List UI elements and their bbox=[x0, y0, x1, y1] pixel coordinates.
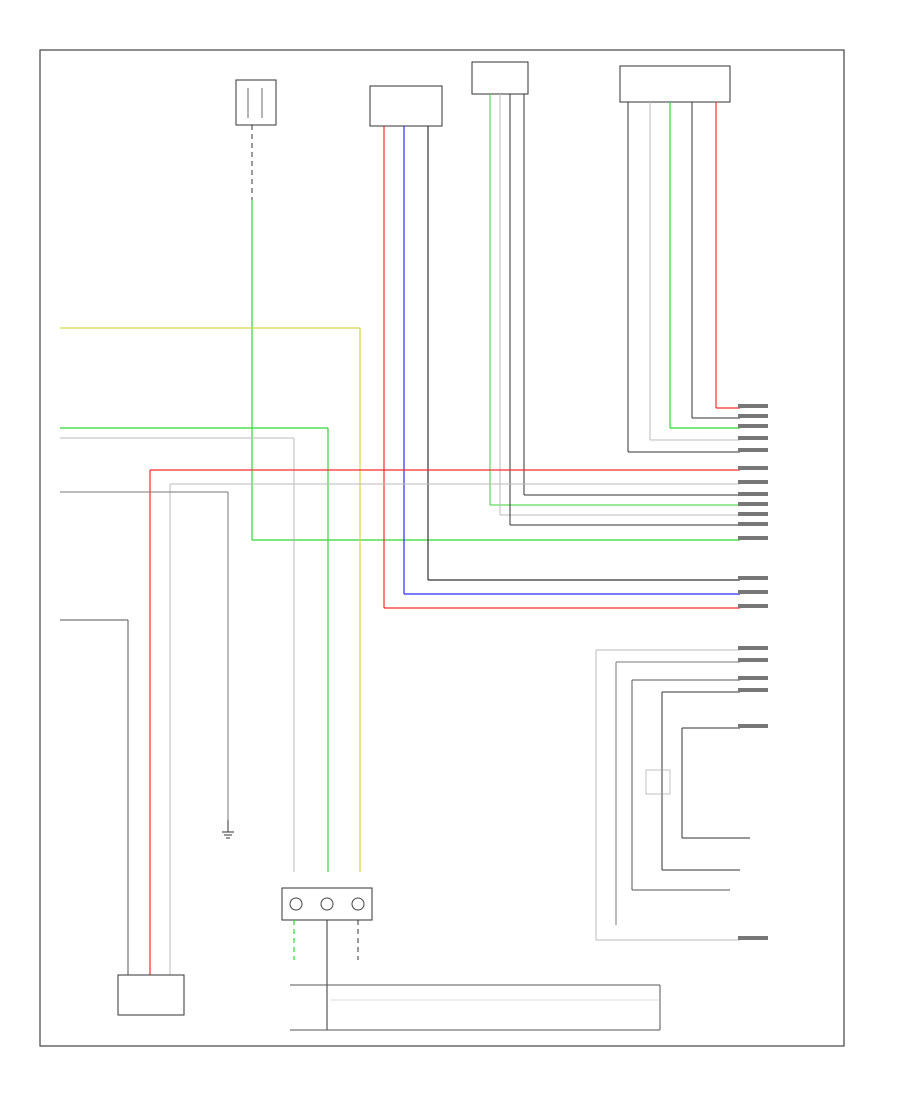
av-connector bbox=[471, 61, 529, 95]
fuse-box bbox=[235, 79, 277, 126]
antenna-module bbox=[619, 65, 731, 103]
right-connector-pins bbox=[738, 404, 768, 940]
wire-left-black2 bbox=[60, 619, 129, 975]
wire-left-green bbox=[60, 427, 329, 872]
wire-module-black2 bbox=[691, 102, 740, 419]
wire-left-gray bbox=[60, 437, 295, 872]
lower-left-module bbox=[117, 974, 185, 1016]
switch-block bbox=[290, 984, 661, 1031]
wire-left-black bbox=[60, 491, 229, 820]
wire-av-black2 bbox=[523, 94, 740, 496]
inline-connector-block bbox=[281, 887, 373, 1030]
right-lower-wires bbox=[595, 649, 750, 941]
wire-red-vertical bbox=[383, 126, 740, 609]
wire-black-vertical bbox=[427, 126, 740, 581]
wire-module-black bbox=[627, 102, 740, 453]
wire-av-green bbox=[489, 94, 740, 506]
wire-main-gray bbox=[169, 483, 740, 975]
wire-main-red bbox=[149, 469, 740, 975]
ground-symbol bbox=[222, 820, 234, 839]
wire-fuse-green bbox=[251, 125, 740, 541]
wire-blue-vertical bbox=[403, 126, 740, 595]
wire-module-green bbox=[669, 102, 740, 429]
antenna-connector bbox=[369, 85, 443, 127]
diagram-frame bbox=[39, 49, 845, 1047]
wire-module-red bbox=[715, 102, 740, 409]
wire-yellow bbox=[60, 327, 361, 872]
wire-av-gray bbox=[499, 94, 740, 516]
wire-module-gray bbox=[649, 102, 740, 441]
wire-av-black bbox=[509, 94, 740, 526]
